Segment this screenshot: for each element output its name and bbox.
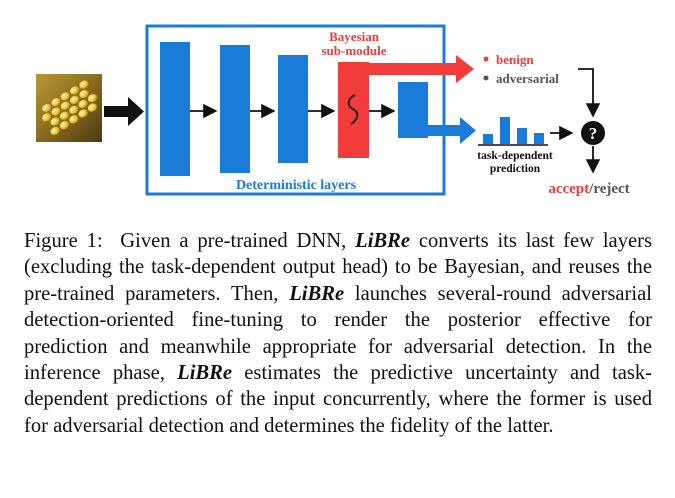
method-name-3: LiBRe — [177, 362, 233, 385]
hist-bar-4 — [534, 133, 544, 144]
layer-block-3 — [278, 55, 308, 163]
figure-diagram: Bayesian sub-module Deterministic layers… — [36, 24, 630, 197]
deterministic-label: Deterministic layers — [236, 178, 357, 193]
deterministic-frame — [145, 24, 446, 196]
decision-sep: / — [588, 181, 594, 197]
hist-bar-1 — [483, 134, 493, 144]
arrow-legend-decision — [578, 68, 601, 118]
decision-icon — [581, 121, 605, 145]
stochastic-squiggle-icon — [347, 94, 359, 125]
adversarial-dot-icon — [483, 75, 489, 81]
decision-accept: accept — [548, 181, 589, 197]
layer-block-2 — [220, 45, 250, 173]
decision-reject: reject — [593, 181, 629, 197]
decision-symbol: ? — [589, 124, 598, 143]
bayesian-label-line1: Bayesian — [329, 29, 380, 44]
hist-bar-3 — [517, 128, 527, 144]
layer-block-1 — [160, 42, 190, 176]
decision-label: accept/reject — [548, 181, 629, 197]
benign-dot-icon — [483, 56, 489, 62]
input-arrow — [104, 97, 144, 126]
legend-adversarial: adversarial — [496, 71, 559, 86]
caption-text-1: Given a pre-trained DNN, — [120, 230, 347, 252]
method-name-1: LiBRe — [355, 230, 411, 252]
prediction-histogram — [483, 117, 544, 144]
caption-text-4: estimates the predictive uncertainty and… — [24, 362, 653, 437]
layer-block-4 — [398, 82, 428, 138]
bayesian-label-line2: sub-module — [321, 43, 386, 58]
legend-benign: benign — [496, 52, 534, 67]
method-name-2: LiBRe — [289, 282, 345, 305]
input-image — [36, 74, 102, 142]
uncertainty-arrow — [368, 55, 474, 83]
caption-text-3: launches several-round adversarial detec… — [24, 282, 652, 385]
figure-caption: Figure 1: Given a pre-trained DNN, LiBRe… — [24, 228, 652, 439]
caption-text-2: converts its last few layers (excluding … — [24, 230, 652, 305]
caption-label: Figure 1: — [24, 230, 103, 252]
prediction-label-line1: task-dependent — [477, 150, 553, 162]
prediction-arrow — [428, 117, 476, 144]
hist-bar-2 — [500, 117, 510, 144]
prediction-label-line2: prediction — [490, 163, 541, 175]
